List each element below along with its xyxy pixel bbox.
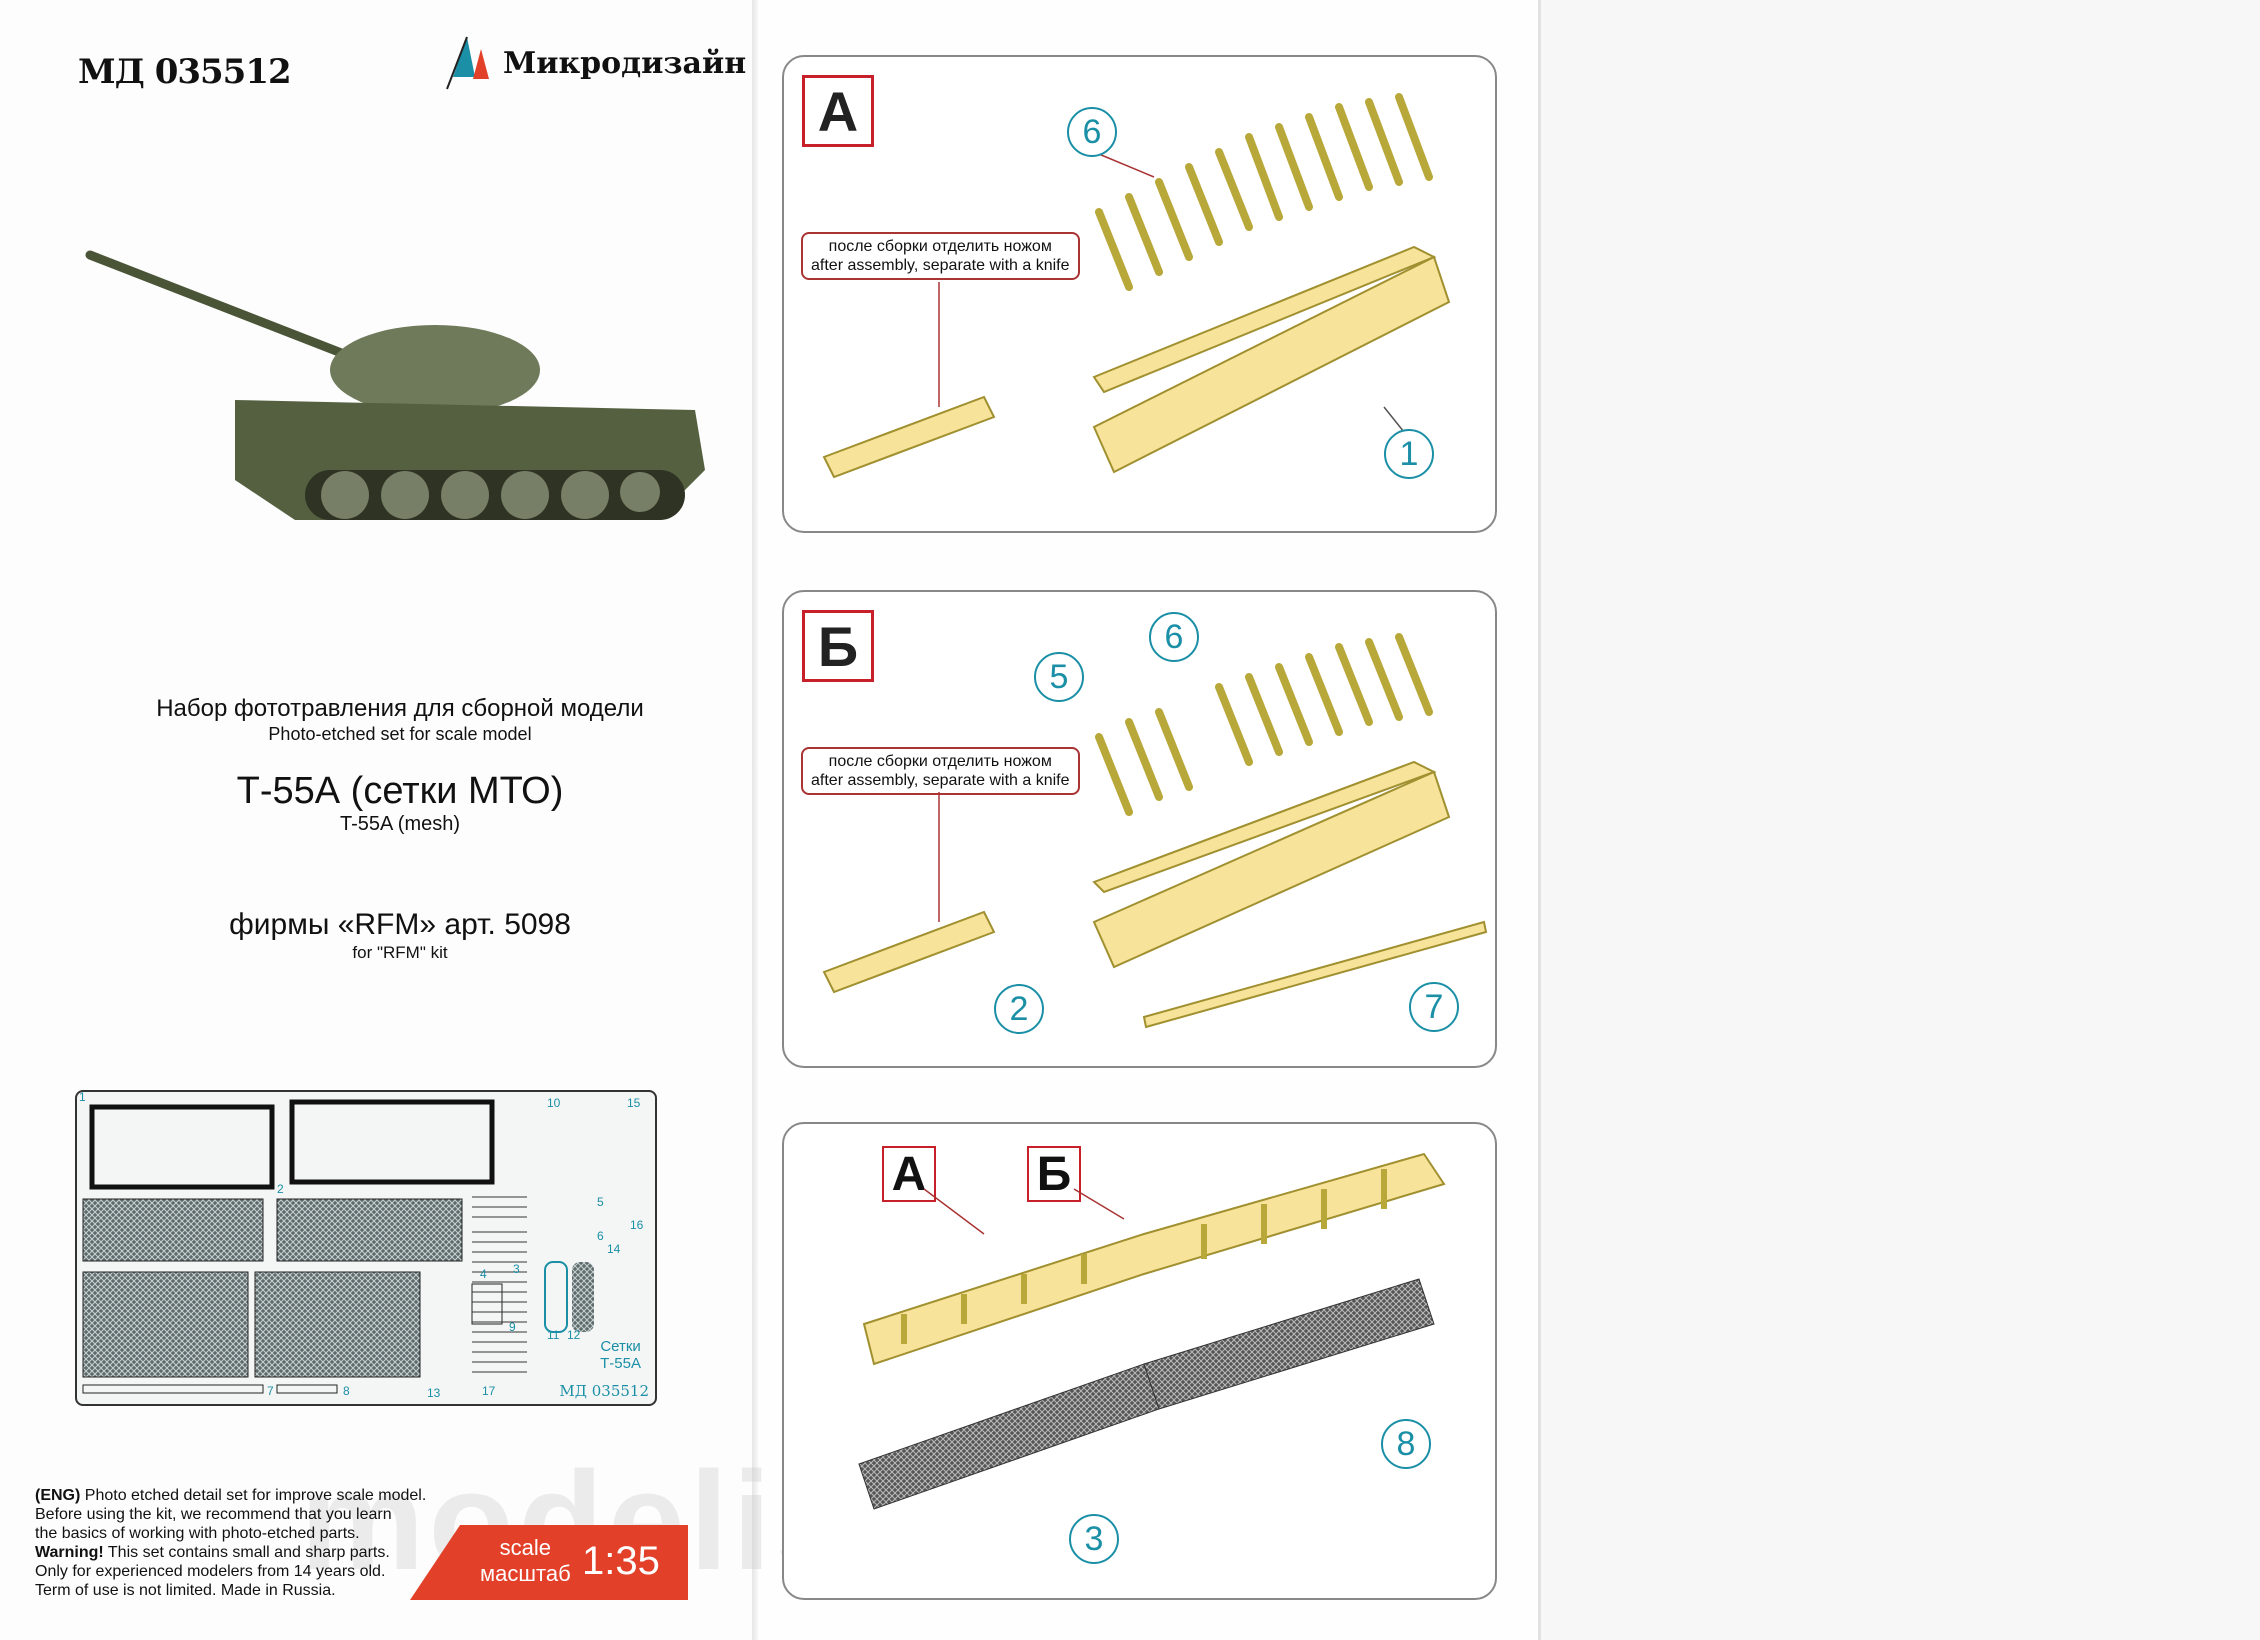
- model-title-ru: Т-55А (сетки МТО): [236, 770, 564, 812]
- assembly-drawing: [822, 93, 1451, 479]
- tank-photo: [85, 250, 705, 520]
- fret-parts: [82, 1099, 594, 1394]
- assembly-drawing: [822, 633, 1488, 1029]
- part-callout-7: 7: [1409, 982, 1459, 1032]
- assembly-drawing: [858, 1152, 1446, 1510]
- fret-label-1: Сетки: [600, 1338, 641, 1355]
- blank-area: [1541, 0, 2260, 1640]
- part-number: 14: [607, 1242, 621, 1256]
- sail-logo-icon: [446, 36, 489, 90]
- kit-en: for "RFM" kit: [352, 943, 448, 962]
- part-number: 5: [597, 1195, 604, 1209]
- part-number: 15: [627, 1096, 641, 1110]
- part-number: 1: [79, 1090, 86, 1104]
- final-assembly-panel: А Б 8 3: [782, 1122, 1497, 1600]
- step-label: А: [802, 75, 874, 147]
- notice-line: Only for experienced modelers from 14 ye…: [35, 1563, 386, 1580]
- fret-code: МД 035512: [559, 1382, 649, 1400]
- scale-label-en: scale: [499, 1535, 552, 1560]
- notice-text: (ENG) Photo etched detail set for improv…: [35, 1486, 426, 1600]
- part-number: 12: [567, 1328, 581, 1342]
- part-number: 6: [597, 1229, 604, 1243]
- part-number: 9: [509, 1320, 516, 1334]
- step-ref-b: Б: [1027, 1146, 1081, 1202]
- scale-label-ru: масштаб: [480, 1561, 571, 1586]
- model-title-en: T-55A (mesh): [339, 813, 461, 835]
- part-callout-6: 6: [1067, 107, 1117, 157]
- page-edge: [1538, 0, 1541, 1640]
- part-number: 3: [513, 1262, 520, 1276]
- set-description-ru: Набор фототравления для сборной модели: [156, 695, 644, 722]
- part-callout-2: 2: [994, 984, 1044, 1034]
- part-number: 8: [343, 1384, 350, 1398]
- notice-line: Before using the kit, we recommend that …: [35, 1506, 392, 1523]
- part-callout-5: 5: [1034, 652, 1084, 702]
- set-description-en: Photo-etched set for scale model: [268, 724, 532, 744]
- notice-line: the basics of working with photo-etched …: [35, 1525, 360, 1542]
- page-fold: [752, 0, 758, 1640]
- fret-diagram: Сетки Т-55А МД 035512 1 2 3 4 5 6 7 8 9 …: [75, 1090, 657, 1406]
- scale-value: 1:35: [582, 1539, 660, 1583]
- notice-line: (ENG) Photo etched detail set for improv…: [35, 1487, 427, 1504]
- part-number: 17: [482, 1384, 496, 1398]
- part-number: 11: [547, 1328, 560, 1342]
- fret-label-2: Т-55А: [600, 1355, 641, 1372]
- part-callout-8: 8: [1381, 1419, 1431, 1469]
- part-number: 10: [547, 1096, 561, 1110]
- part-number: 13: [427, 1386, 441, 1400]
- step-ref-a: А: [882, 1146, 936, 1202]
- brand-name: Микродизайн: [503, 45, 747, 81]
- scale-badge: scale масштаб 1:35: [410, 1525, 688, 1600]
- product-code: МД 035512: [78, 52, 292, 92]
- brand-logo: Микродизайн: [445, 35, 746, 91]
- step-label: Б: [802, 610, 874, 682]
- part-callout-1: 1: [1384, 429, 1434, 479]
- part-number: 4: [480, 1267, 487, 1281]
- part-number: 16: [630, 1218, 644, 1232]
- notice-line: Warning! This set contains small and sha…: [35, 1544, 390, 1561]
- part-callout-6: 6: [1149, 612, 1199, 662]
- notice-line: Term of use is not limited. Made in Russ…: [35, 1582, 336, 1599]
- part-callout-3: 3: [1069, 1514, 1119, 1564]
- part-number: 2: [277, 1182, 284, 1196]
- kit-ru: фирмы «RFM» арт. 5098: [229, 908, 571, 941]
- part-number: 7: [267, 1384, 274, 1398]
